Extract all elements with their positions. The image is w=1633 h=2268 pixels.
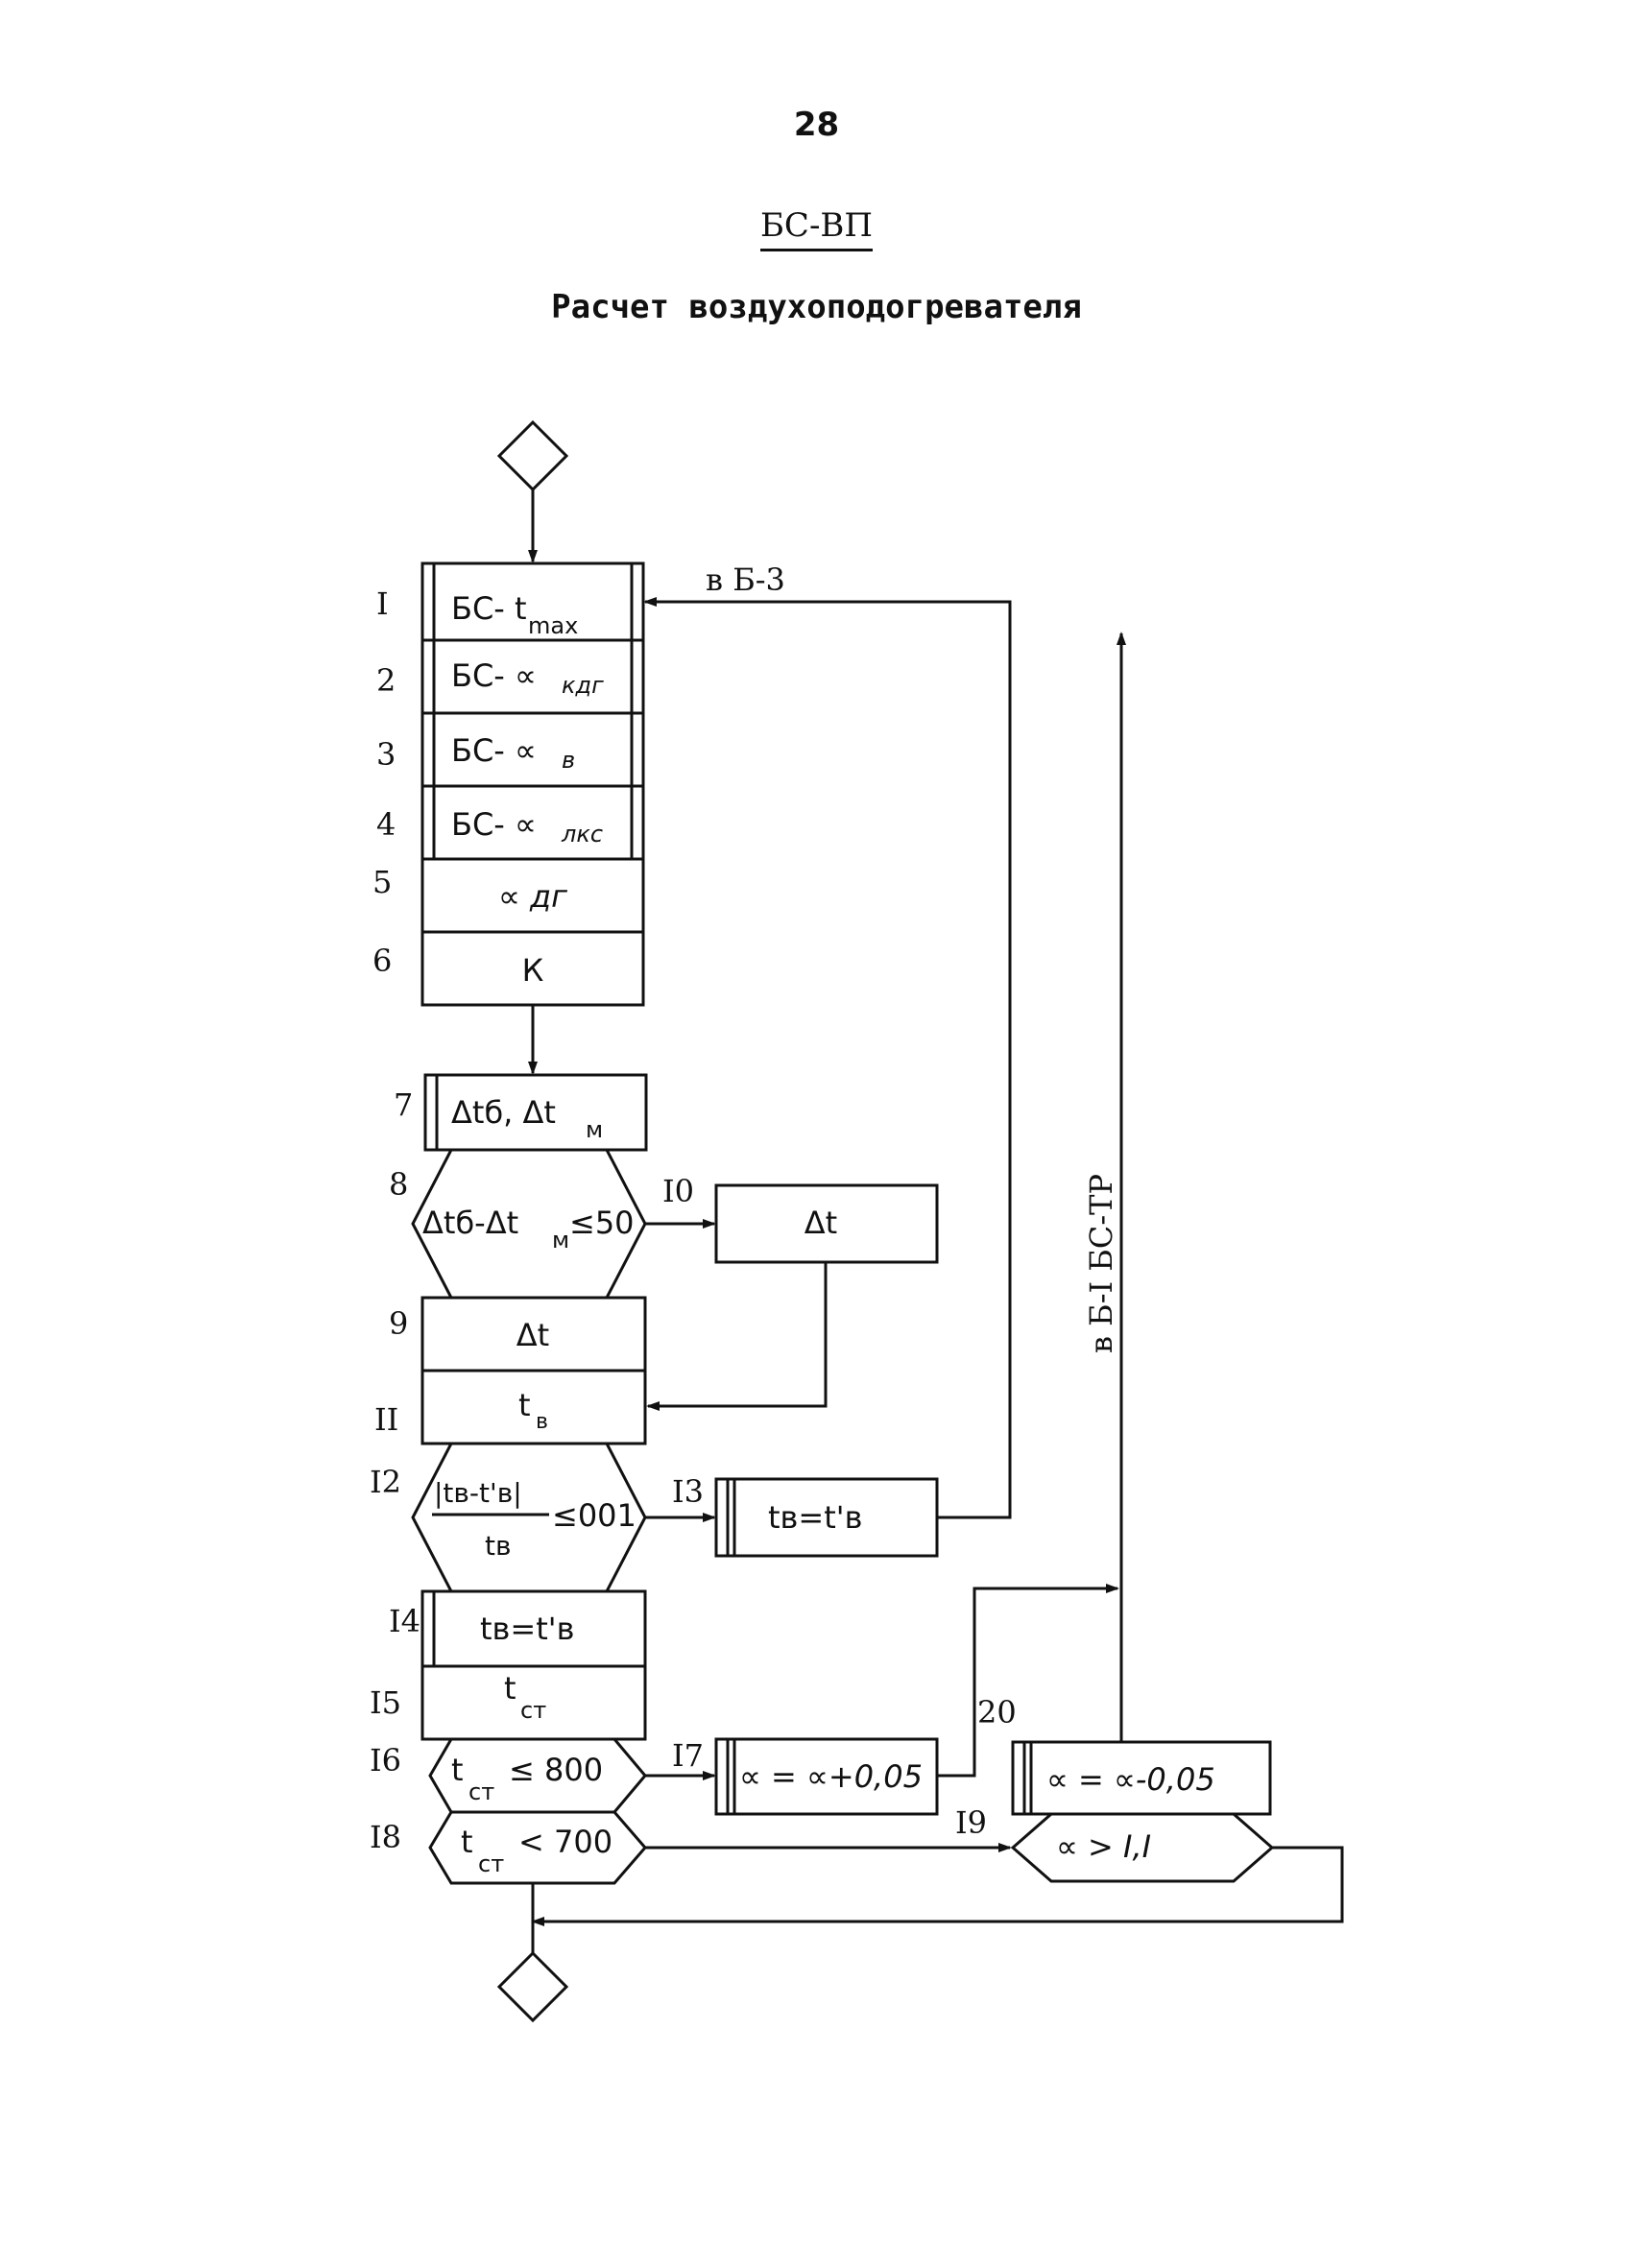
block-12-denominator: tв (485, 1530, 511, 1562)
block-19-text: ∝ > I,I (1056, 1828, 1151, 1865)
block-8-tail: ≤50 (569, 1205, 635, 1241)
block-3-text: БС- ∝ (451, 732, 537, 769)
document-code-text: БС-ВП (759, 206, 874, 251)
block-16-sub: ст (468, 1779, 494, 1805)
block-2: БС- ∝ кдг (420, 638, 645, 715)
block-16-text: t (451, 1752, 464, 1788)
loop-line (531, 1846, 1344, 1926)
step-numbers: I 2 3 4 5 6 7 8 9 I0 II I2 I3 I4 I5 I6 I… (370, 585, 1017, 1855)
step-number: 20 (977, 1694, 1017, 1731)
block-10-text: Δt (804, 1205, 837, 1241)
step-number: 5 (372, 864, 392, 900)
block-10: Δt (714, 1183, 939, 1264)
block-4: БС- ∝ лкс (420, 784, 645, 861)
block-16-tail: ≤ 800 (509, 1752, 603, 1788)
block-6-text: К (522, 952, 544, 989)
block-4-text: БС- ∝ (451, 806, 537, 843)
block-15-sub: ст (520, 1697, 546, 1724)
step-number: 7 (394, 1086, 413, 1123)
block-20: ∝ = ∝-0,05 (1011, 1740, 1272, 1816)
flow-line (646, 1262, 828, 1411)
step-number: 2 (376, 662, 396, 699)
block-3: БС- ∝ в (420, 711, 645, 788)
step-number: I9 (955, 1804, 987, 1841)
block-11-text: t (518, 1387, 531, 1423)
block-18-decision: t ст < 700 (428, 1810, 647, 1885)
block-12-decision: |tв-t'в| tв ≤001 (411, 1442, 647, 1593)
flow-line (937, 1584, 1119, 1778)
block-1-sub: max (528, 612, 578, 639)
block-14-text: tв=t'в (480, 1611, 574, 1647)
block-2-sub: кдг (562, 672, 604, 699)
block-15-text: t (504, 1670, 516, 1707)
start-terminal (496, 419, 569, 492)
block-7-sub: м (586, 1116, 603, 1143)
block-7-text: Δtб, Δt (451, 1094, 556, 1131)
block-17: ∝ = ∝+0,05 (714, 1737, 939, 1816)
block-7: Δtб, Δt м (423, 1073, 648, 1152)
block-12-tail: ≤001 (552, 1497, 636, 1534)
step-number: I6 (370, 1742, 401, 1779)
step-number: 6 (372, 943, 392, 979)
step-number: I4 (389, 1603, 420, 1639)
block-16-decision: t ст ≤ 800 (428, 1737, 647, 1814)
block-13-text: tв=t'в (768, 1499, 862, 1536)
end-terminal (496, 1950, 569, 2023)
block-1-text: БС- t (451, 590, 527, 627)
step-number: I2 (370, 1464, 401, 1500)
block-5-text: ∝ дг (498, 878, 567, 915)
step-number: 4 (376, 806, 396, 843)
block-18-tail: < 700 (518, 1824, 612, 1860)
connector-label-to-b1-bctr: в Б-I БС-ТР (1083, 1174, 1119, 1353)
block-11: t в (420, 1369, 647, 1445)
step-number: I3 (672, 1473, 704, 1510)
step-number: 9 (389, 1305, 408, 1342)
connector-label-to-b3: в Б-3 (706, 561, 785, 598)
step-number: 3 (376, 736, 396, 773)
block-3-sub: в (562, 747, 575, 774)
block-8-decision: Δtб-Δt м ≤50 (411, 1148, 647, 1300)
step-number: I7 (672, 1737, 704, 1774)
block-8-sub: м (552, 1227, 569, 1253)
step-number: 8 (389, 1166, 408, 1203)
block-14: tв=t'в (420, 1589, 647, 1668)
step-number: II (374, 1401, 398, 1438)
document-title: Расчет воздухоподогревателя (551, 288, 1082, 326)
block-11-sub: в (536, 1410, 548, 1434)
page-number: 28 (793, 106, 840, 144)
step-number: I (376, 585, 389, 622)
block-19-decision: ∝ > I,I (1010, 1812, 1275, 1883)
block-2-text: БС- ∝ (451, 657, 537, 694)
block-18-text: t (461, 1824, 473, 1860)
block-9: Δt (420, 1296, 647, 1373)
block-1: БС- t max (420, 561, 645, 642)
block-12-numerator: |tв-t'в| (434, 1477, 522, 1509)
block-9-text: Δt (516, 1317, 549, 1353)
document-code: БС-ВП (0, 206, 1633, 251)
block-17-text: ∝ = ∝+0,05 (739, 1758, 923, 1795)
block-18-sub: ст (478, 1850, 504, 1877)
block-20-text: ∝ = ∝-0,05 (1046, 1761, 1215, 1798)
step-number: I0 (662, 1173, 694, 1209)
block-5: ∝ дг (420, 857, 645, 934)
step-number: I5 (370, 1684, 401, 1721)
step-number: I8 (370, 1819, 401, 1855)
loop-to-b3-line (643, 597, 1012, 1519)
block-8-text: Δtб-Δt (422, 1205, 518, 1241)
block-13: tв=t'в (714, 1477, 939, 1558)
block-6: К (420, 930, 645, 1007)
block-4-sub: лкс (561, 821, 603, 848)
block-15: t ст (420, 1664, 647, 1741)
